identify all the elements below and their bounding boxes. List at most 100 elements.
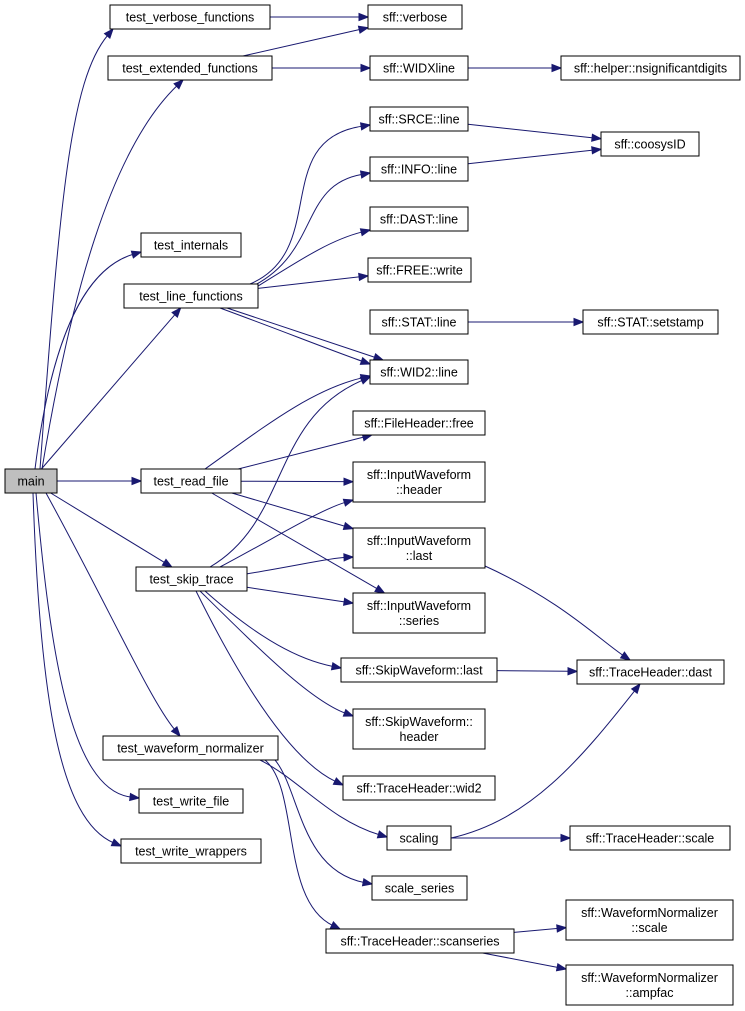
node-box: [369, 55, 469, 81]
node-label: ::last: [406, 549, 433, 563]
node-sff-wn-ampfac[interactable]: sff::WaveformNormalizer::ampfac: [565, 964, 734, 1006]
node-sff-sw-header[interactable]: sff::SkipWaveform::header: [352, 708, 486, 750]
edge-arrowhead: [359, 376, 372, 385]
edge-line: [231, 492, 346, 527]
edge-arrowhead: [374, 584, 386, 594]
node-box: [582, 309, 719, 335]
node-sff-stat-line[interactable]: sff::STAT::line: [369, 309, 469, 335]
node-test-write-file[interactable]: test_write_file: [138, 788, 244, 814]
node-test-waveform-normalizer[interactable]: test_waveform_normalizer: [102, 735, 279, 761]
node-test-read-file[interactable]: test_read_file: [140, 468, 242, 494]
edge-line: [209, 379, 363, 568]
edge-line: [195, 590, 336, 783]
node-box: [140, 232, 242, 258]
node-scale-series[interactable]: scale_series: [371, 875, 468, 901]
edge-sff_stat_line-to-sff_stat_setstamp: [468, 317, 585, 327]
node-box: [565, 899, 734, 941]
edge-line: [39, 34, 109, 470]
node-box: [352, 410, 486, 436]
node-label: ::series: [399, 614, 439, 628]
node-box: [369, 359, 469, 385]
node-test-extended-functions[interactable]: test_extended_functions: [107, 55, 273, 81]
node-test-internals[interactable]: test_internals: [140, 232, 242, 258]
node-box: [576, 659, 725, 685]
node-sff-wn-scale[interactable]: sff::WaveformNormalizer::scale: [565, 899, 734, 941]
edge-main-to-test_skip_trace: [50, 492, 174, 568]
node-sff-sw-last[interactable]: sff::SkipWaveform::last: [340, 657, 498, 683]
edge-arrowhead: [342, 521, 355, 530]
edge-arrowhead: [567, 667, 579, 676]
node-box: [352, 461, 486, 503]
node-label: sff::FileHeader::free: [364, 417, 474, 431]
node-sff-iw-series[interactable]: sff::InputWaveform::series: [352, 592, 486, 634]
node-sff-widxline[interactable]: sff::WIDXline: [369, 55, 469, 81]
node-test-line-functions[interactable]: test_line_functions: [123, 283, 259, 309]
node-sff-th-wid2[interactable]: sff::TraceHeader::wid2: [342, 775, 496, 801]
node-sff-th-dast[interactable]: sff::TraceHeader::dast: [576, 659, 725, 685]
node-sff-th-scale[interactable]: sff::TraceHeader::scale: [569, 825, 731, 851]
edge-arrowhead: [329, 921, 342, 930]
node-label: test_write_file: [153, 795, 229, 809]
node-sff-info-line[interactable]: sff::INFO::line: [369, 156, 469, 182]
edge-arrowhead: [359, 122, 372, 131]
node-sff-fileheader-free[interactable]: sff::FileHeader::free: [352, 410, 486, 436]
node-label: sff::TraceHeader::dast: [589, 666, 713, 680]
node-test-verbose-functions[interactable]: test_verbose_functions: [109, 4, 271, 30]
edge-arrowhead: [361, 878, 374, 887]
edge-arrowhead: [555, 963, 568, 972]
node-box: [135, 566, 248, 592]
node-box: [120, 838, 262, 864]
node-label: sff::SRCE::line: [378, 113, 459, 127]
edge-arrowhead: [330, 662, 343, 671]
edge-arrowhead: [372, 352, 385, 362]
node-label: ::header: [396, 483, 442, 497]
node-test-skip-trace[interactable]: test_skip_trace: [135, 566, 248, 592]
node-box: [352, 527, 486, 569]
node-sff-srce-line[interactable]: sff::SRCE::line: [369, 106, 469, 132]
node-label: sff::WaveformNormalizer: [581, 971, 718, 985]
node-label: scale_series: [385, 882, 454, 896]
edge-test_skip_trace-to-sff_sw_header: [199, 590, 355, 717]
node-label: sff::InputWaveform: [367, 599, 471, 613]
node-test-write-wrappers[interactable]: test_write_wrappers: [120, 838, 262, 864]
edge-line: [219, 307, 363, 362]
node-label: sff::InputWaveform: [367, 468, 471, 482]
node-sff-verbose[interactable]: sff::verbose: [367, 4, 463, 30]
node-sff-dast-line[interactable]: sff::DAST::line: [369, 206, 469, 232]
edge-line: [254, 173, 363, 286]
node-box: [352, 592, 486, 634]
edge-main-to-test_waveform_normalizer: [45, 492, 181, 738]
edge-main-to-test_line_functions: [41, 306, 182, 470]
edge-line: [50, 492, 166, 564]
node-box: [386, 825, 452, 851]
edge-arrowhead: [556, 924, 568, 933]
node-sff-stat-setstamp[interactable]: sff::STAT::setstamp: [582, 309, 719, 335]
node-box: [107, 55, 273, 81]
node-label: sff::STAT::line: [381, 316, 456, 330]
edge-sff_iw_last-to-sff_th_dast: [484, 565, 632, 661]
node-sff-free-write[interactable]: sff::FREE::write: [367, 257, 472, 283]
edge-line: [219, 501, 346, 568]
edge-sff_srce_line-to-sff_coosysid: [467, 123, 603, 142]
node-label: ::ampfac: [626, 986, 674, 1000]
edge-arrowhead: [630, 682, 641, 695]
node-label: test_internals: [154, 239, 228, 253]
edge-line: [259, 759, 380, 836]
node-sff-th-scanseries[interactable]: sff::TraceHeader::scanseries: [325, 928, 515, 954]
node-scaling[interactable]: scaling: [386, 825, 452, 851]
edge-line: [482, 952, 559, 968]
node-sff-wid2-line[interactable]: sff::WID2::line: [369, 359, 469, 385]
edge-test_skip_trace-to-sff_iw_series: [246, 586, 355, 606]
edge-arrowhead: [332, 777, 345, 786]
node-sff-iw-header[interactable]: sff::InputWaveform::header: [352, 461, 486, 503]
node-sff-nsig[interactable]: sff::helper::nsignificantdigits: [560, 55, 741, 81]
edge-test_line_functions-to-sff_info_line: [254, 170, 372, 286]
edge-test_line_functions-to-sff_stat_line: [219, 307, 372, 365]
node-main[interactable]: main: [4, 468, 58, 494]
edge-line: [249, 125, 363, 285]
edge-arrowhead: [573, 317, 585, 327]
node-sff-iw-last[interactable]: sff::InputWaveform::last: [352, 527, 486, 569]
node-sff-coosysid[interactable]: sff::coosysID: [600, 131, 700, 157]
edge-line: [484, 565, 624, 656]
node-label: sff::coosysID: [614, 138, 685, 152]
